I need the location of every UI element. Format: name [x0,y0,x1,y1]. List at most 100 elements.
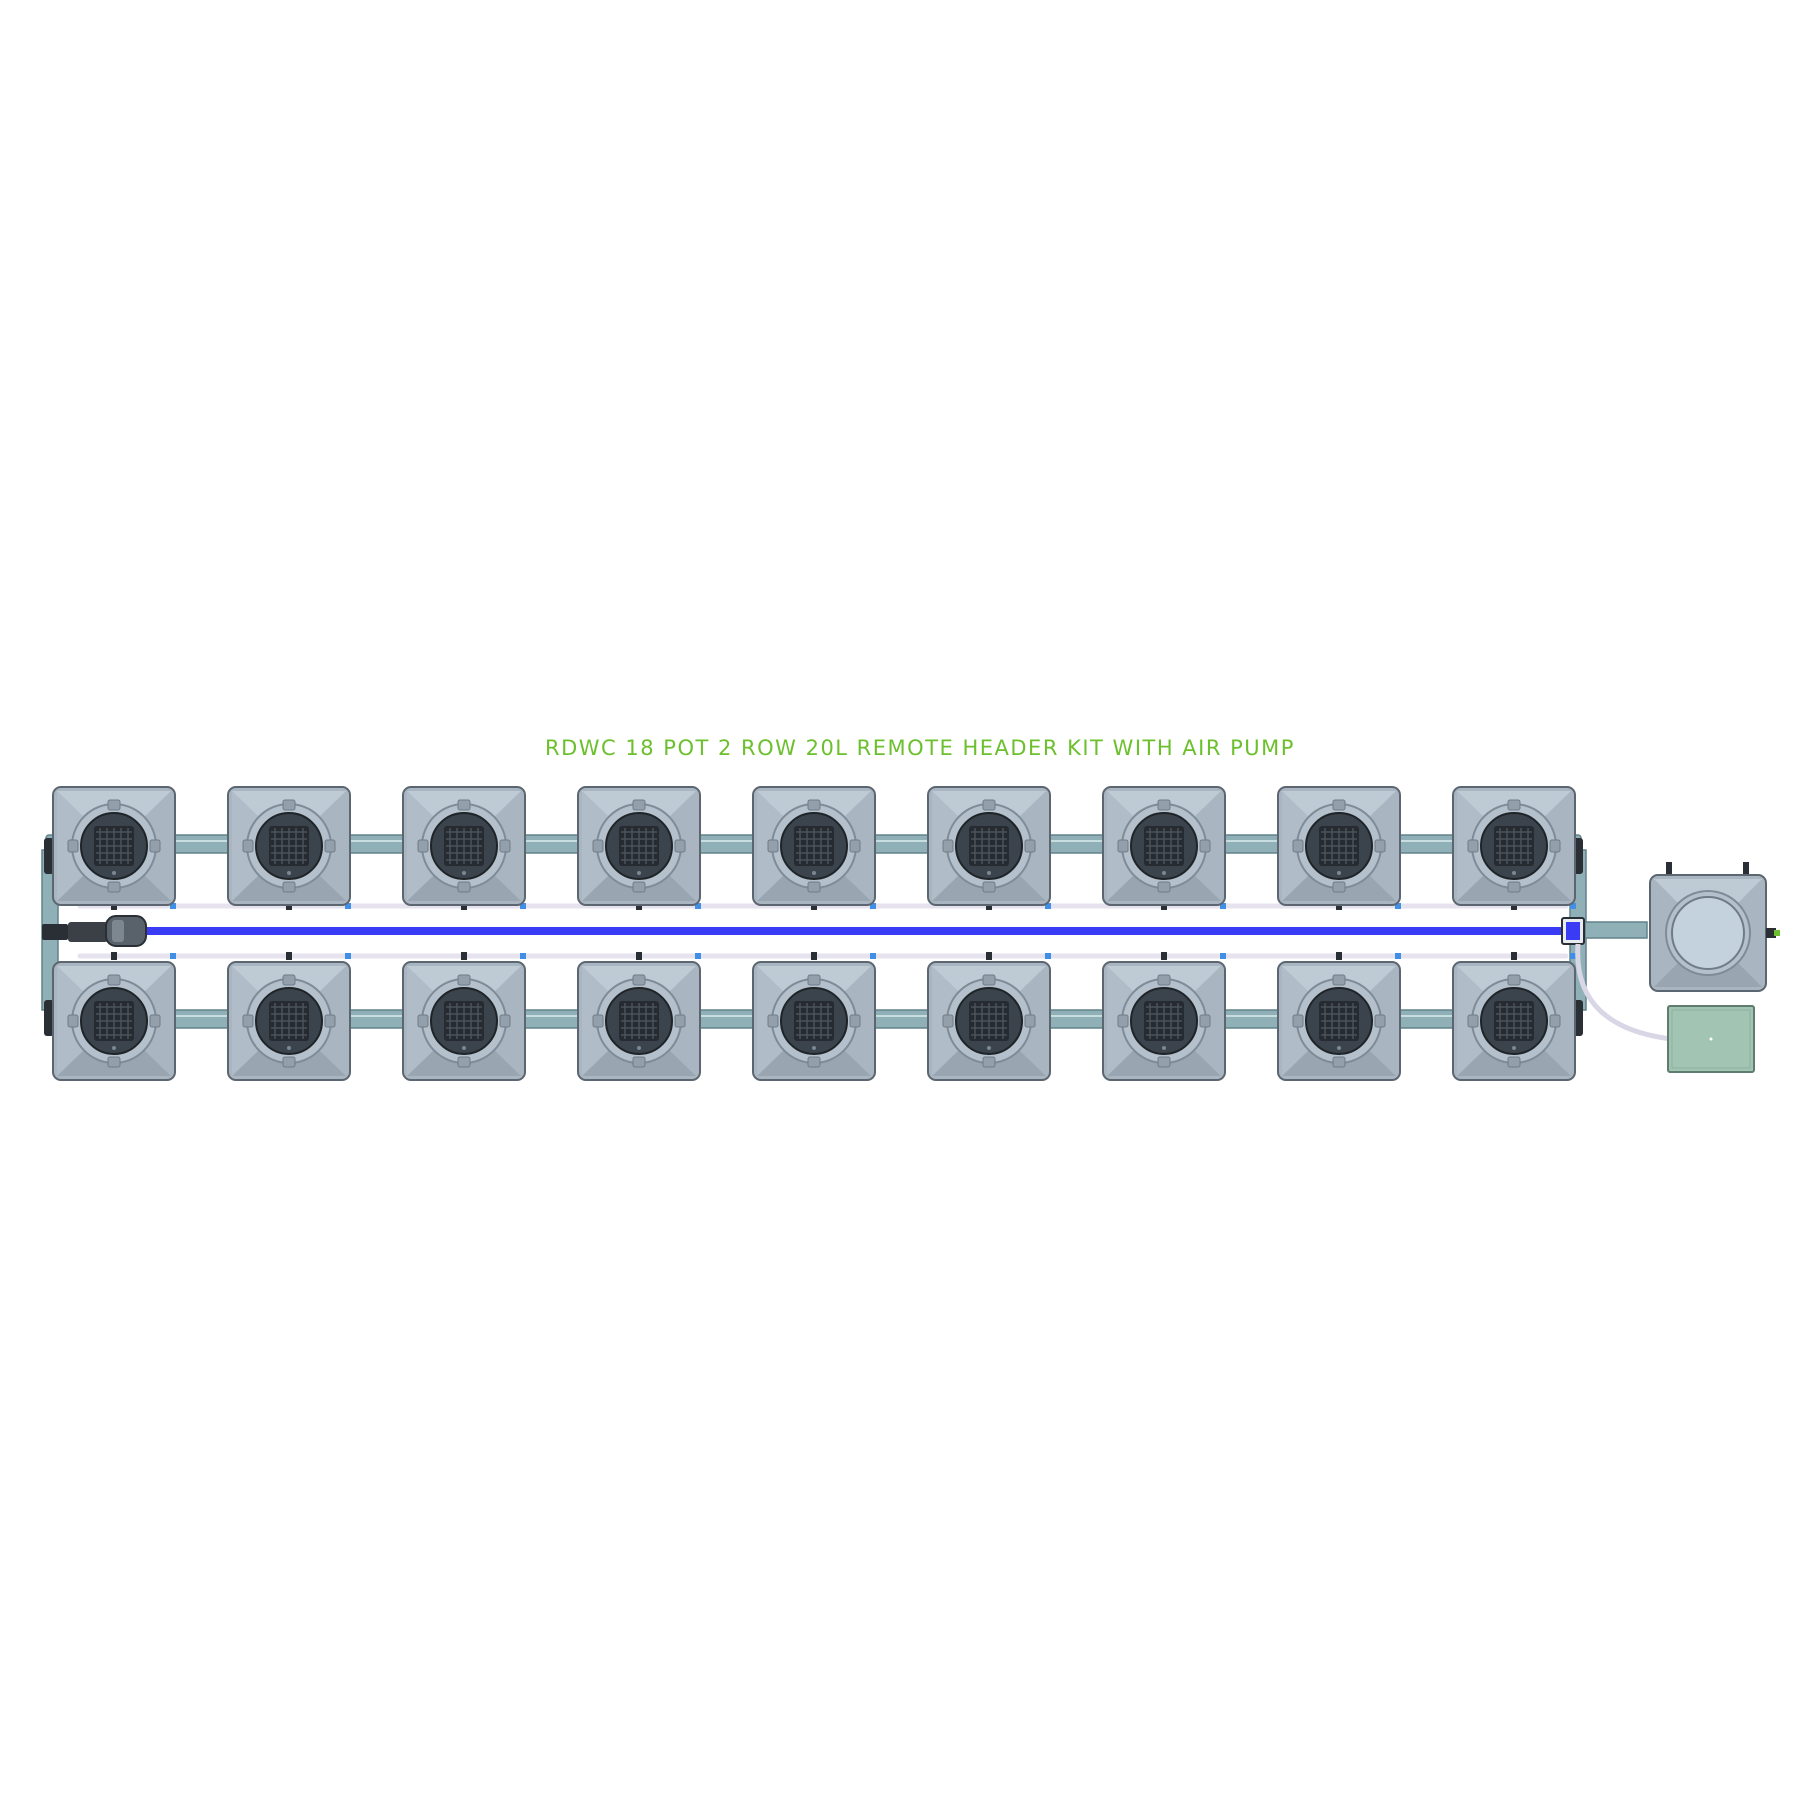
pot-lid-tab [632,881,646,893]
pot-lid-tab [1332,1056,1346,1068]
air-stone-clip [986,952,992,960]
air-fitting [1570,953,1576,959]
air-fitting [695,903,701,909]
pot-1 [52,786,176,906]
pot-lid-tab [632,799,646,811]
air-stone-clip [111,952,117,960]
pot-lid-tab [457,881,471,893]
net-pot-marker [987,1046,991,1050]
pot-lid-tab [67,1014,79,1028]
pot-lid-tab [282,799,296,811]
pot-lid-tab [1374,839,1386,853]
pot-7 [1102,786,1226,906]
pot-lid-tab [1157,799,1171,811]
pot-lid-tab [942,1014,954,1028]
pot-lid-tab [632,974,646,986]
net-pot-marker [462,1046,466,1050]
air-stone-clip [461,952,467,960]
header-feed-pipe [1584,921,1648,939]
pot-lid-tab [767,1014,779,1028]
air-stone-clip [1161,952,1167,960]
air-fitting [1570,903,1576,909]
pot-grid [52,786,1576,1081]
air-fitting [520,903,526,909]
net-pot-marker [287,1046,291,1050]
pot-lid-tab [1332,799,1346,811]
pot-6 [927,786,1051,906]
pot-lid-tab [417,839,429,853]
pot-lid-tab [499,839,511,853]
air-fitting [1045,953,1051,959]
pot-lid-tab [632,1056,646,1068]
net-pot-marker [287,871,291,875]
pot-lid-tab [942,839,954,853]
pot-lid-tab [1507,799,1521,811]
water-pump-highlight [112,920,124,942]
air-pump-indicator [1709,1037,1713,1041]
pot-lid-tab [1117,1014,1129,1028]
net-pot-marker [112,1046,116,1050]
pot-lid-tab [592,1014,604,1028]
pot-lid-tab [1467,1014,1479,1028]
pot-lid-tab [107,974,121,986]
pump-fitting [42,924,68,940]
pot-lid-tab [1507,1056,1521,1068]
header-mount-left [1666,862,1672,878]
net-pot-marker [1512,871,1516,875]
pot-lid-tab [592,839,604,853]
air-fitting [1395,953,1401,959]
pump-connector [68,922,108,942]
air-fitting [870,903,876,909]
pot-lid-tab [1117,839,1129,853]
pot-10 [52,961,176,1081]
air-stone-clip [811,952,817,960]
left-end-cap-top [44,838,54,874]
air-fitting [870,953,876,959]
pot-lid-tab [282,974,296,986]
net-pot-marker [812,871,816,875]
pot-lid-tab [1507,881,1521,893]
pot-lid-tab [807,881,821,893]
pot-8 [1277,786,1401,906]
net-pot-marker [987,871,991,875]
pot-lid-tab [1199,1014,1211,1028]
air-fitting [1395,903,1401,909]
left-end-cap-bottom [44,1000,54,1036]
pot-4 [577,786,701,906]
pot-lid-tab [982,974,996,986]
pot-lid-tab [982,799,996,811]
pot-lid-tab [1292,1014,1304,1028]
air-fitting [170,903,176,909]
air-pump-panel [1671,1009,1751,1069]
pot-lid-tab [417,1014,429,1028]
pot-lid-tab [1157,1056,1171,1068]
pot-lid-tab [242,1014,254,1028]
net-pot-marker [1337,1046,1341,1050]
air-stone-clip [636,952,642,960]
pot-lid-tab [807,1056,821,1068]
pot-lid-tab [1332,881,1346,893]
pot-lid-tab [242,839,254,853]
net-pot-marker [1162,871,1166,875]
pot-lid-tab [1199,839,1211,853]
pot-13 [577,961,701,1081]
pot-lid-tab [457,799,471,811]
remote-header [1649,862,1780,1073]
pot-12 [402,961,526,1081]
pot-14 [752,961,876,1081]
return-junction-core [1566,922,1580,940]
pot-lid-tab [1507,974,1521,986]
air-stone-clip [1336,952,1342,960]
pot-lid-tab [807,974,821,986]
pot-lid-tab [149,839,161,853]
air-fitting [520,953,526,959]
pot-lid-tab [499,1014,511,1028]
net-pot-marker [637,1046,641,1050]
pot-lid-tab [324,839,336,853]
pot-17 [1277,961,1401,1081]
pot-lid-tab [1549,839,1561,853]
pot-lid-tab [1332,974,1346,986]
pot-lid-tab [282,881,296,893]
pot-lid-tab [1467,839,1479,853]
pot-lid-tab [1549,1014,1561,1028]
